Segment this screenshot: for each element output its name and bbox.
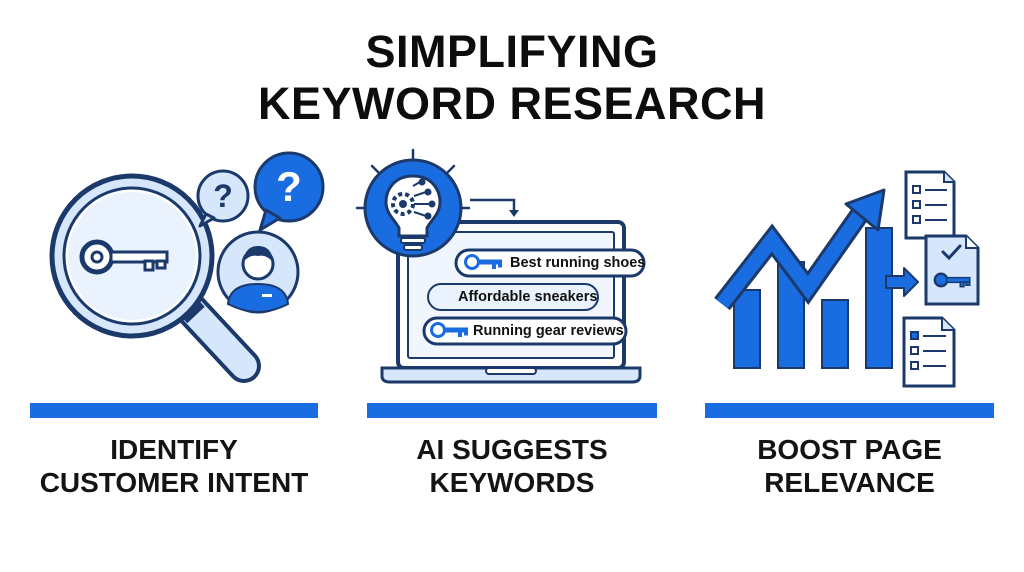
person-avatar-icon <box>216 230 300 314</box>
caption-line: CUSTOMER INTENT <box>39 467 309 498</box>
key-icon <box>430 322 468 338</box>
key-icon <box>933 272 971 288</box>
question-bubble-icon: ? <box>196 169 250 228</box>
keyword-label: Affordable sneakers <box>458 289 597 305</box>
ai-lightbulb-icon <box>355 148 471 258</box>
keyword-pill-2: Affordable sneakers <box>427 283 599 311</box>
keyword-pill-1: Best running shoes <box>454 248 646 278</box>
keyword-pill-3: Running gear reviews <box>422 316 628 346</box>
page-title: SIMPLIFYING KEYWORD RESEARCH <box>0 26 1024 130</box>
arrow-right-icon <box>885 267 919 297</box>
caption-line: IDENTIFY <box>110 434 238 465</box>
panel-2-caption: AI SUGGESTS KEYWORDS <box>357 433 667 499</box>
panel-1-divider-bar <box>30 403 318 418</box>
key-icon <box>79 239 169 275</box>
svg-text:?: ? <box>276 163 302 210</box>
growth-chart-icon <box>714 188 893 369</box>
panel-3-divider-bar <box>705 403 994 418</box>
caption-line: RELEVANCE <box>764 467 935 498</box>
question-bubble-large-icon: ? <box>253 151 325 232</box>
document-icon <box>902 316 956 388</box>
caption-line: BOOST PAGE <box>757 434 942 465</box>
keyword-label: Running gear reviews <box>473 323 624 339</box>
down-arrow-icon <box>470 198 519 217</box>
magnifying-glass-icon <box>49 173 261 383</box>
svg-text:?: ? <box>213 178 233 214</box>
keyword-label: Best running shoes <box>510 255 645 271</box>
caption-line: AI SUGGESTS <box>416 434 608 465</box>
panel-3-caption: BOOST PAGE RELEVANCE <box>695 433 1004 499</box>
checklist-icon <box>904 170 956 240</box>
panel-1-caption: IDENTIFY CUSTOMER INTENT <box>20 433 328 499</box>
panel-2-divider-bar <box>367 403 657 418</box>
caption-line: KEYWORDS <box>429 467 595 498</box>
title-line-1: SIMPLIFYING <box>365 26 659 77</box>
key-icon <box>464 254 502 270</box>
title-line-2: KEYWORD RESEARCH <box>257 78 767 129</box>
document-key-icon <box>924 234 980 306</box>
